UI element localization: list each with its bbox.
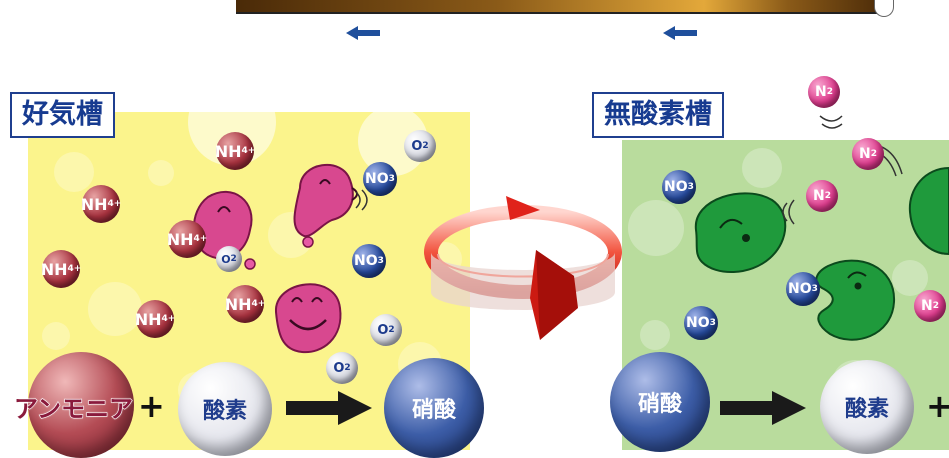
anoxic-bacteria bbox=[815, 259, 896, 341]
aerobic-tank-label: 好気槽 bbox=[10, 92, 115, 138]
air-bubble bbox=[892, 260, 928, 296]
bubble-wave-icon bbox=[782, 199, 795, 225]
flow-left-arrow-icon bbox=[663, 26, 697, 40]
ammonia-label: アンモニア bbox=[13, 394, 134, 423]
air-bubble bbox=[628, 200, 684, 256]
circulation-cycle-icon bbox=[424, 196, 622, 340]
air-bubble bbox=[42, 322, 70, 350]
oxygen-ball: 酸素 bbox=[820, 360, 914, 454]
return-pipe bbox=[236, 0, 886, 14]
reaction-arrow-icon bbox=[286, 391, 372, 425]
bubble-wave-icon bbox=[355, 189, 368, 211]
aerobic-bacteria-smiling bbox=[274, 283, 342, 354]
pipe-end-cap bbox=[874, 0, 894, 17]
plus-sign: + bbox=[138, 387, 165, 425]
aerobic-bacteria bbox=[293, 163, 358, 248]
anoxic-bacteria bbox=[908, 166, 949, 256]
oxygen-label: 酸素 bbox=[202, 399, 247, 424]
anoxic-tank-label: 無酸素槽 bbox=[592, 92, 724, 138]
bubble-wave-icon bbox=[819, 115, 843, 129]
nitric-acid-ball: 硝酸 bbox=[384, 358, 484, 458]
oxygen-label: 酸素 bbox=[844, 397, 889, 422]
flow-left-arrow-icon bbox=[346, 26, 380, 40]
anoxic-bacteria bbox=[694, 192, 787, 274]
air-bubble bbox=[742, 148, 782, 188]
air-bubble bbox=[148, 160, 174, 186]
oxygen-ball: 酸素 bbox=[178, 362, 272, 456]
ammonia-ball bbox=[28, 352, 134, 458]
nitric-acid-ball: 硝酸 bbox=[610, 352, 710, 452]
nitric-acid-label: 硝酸 bbox=[637, 392, 682, 417]
air-bubble bbox=[640, 320, 670, 350]
plus-sign: + bbox=[926, 387, 949, 425]
reaction-arrow-icon bbox=[720, 391, 806, 425]
air-bubble bbox=[54, 152, 94, 192]
nitric-acid-label: 硝酸 bbox=[411, 398, 456, 423]
air-bubble bbox=[88, 282, 142, 336]
